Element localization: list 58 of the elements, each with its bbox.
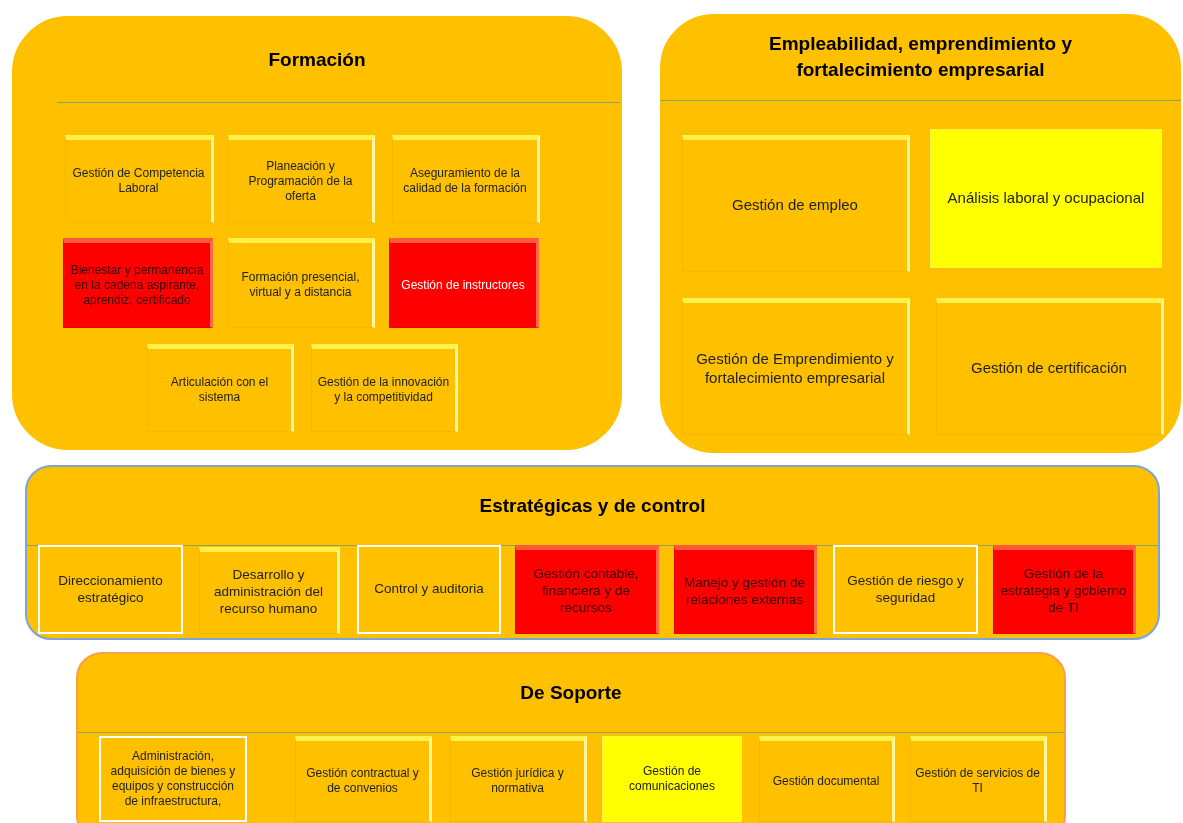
- box-label: Desarrollo y administración del recurso humano: [213, 567, 324, 618]
- process-box: [515, 545, 659, 634]
- process-box: [993, 545, 1136, 634]
- box-label: Gestión documental: [772, 773, 880, 789]
- process-box: [228, 238, 375, 328]
- process-box: [936, 298, 1164, 435]
- box-label: Gestión jurídica y normativa: [470, 766, 565, 796]
- process-box: [311, 344, 458, 432]
- process-box: [389, 238, 539, 328]
- box-label: Gestión de empleo: [732, 196, 858, 215]
- box-label: Gestión de comunicaciones: [627, 764, 716, 794]
- box-label: Gestión de certificación: [971, 359, 1127, 378]
- box-label: Análisis laboral y ocupacional: [947, 189, 1145, 208]
- process-box: [295, 736, 432, 822]
- panel-title: Empleabilidad, emprendimiento y fortalecimiento empresarial: [768, 32, 1073, 82]
- group-panel: [25, 465, 1160, 640]
- process-box: [450, 736, 587, 822]
- process-box: [65, 135, 214, 223]
- box-label: Gestión de Emprendimiento y fortalecimiento empresarial: [695, 349, 895, 388]
- box-label: Formación presencial, virtual y a distancia: [240, 270, 361, 300]
- box-label: Gestión de la innovación y la competitividad: [316, 375, 451, 405]
- process-box: [602, 736, 742, 822]
- process-box: [147, 344, 294, 432]
- box-label: Administración, adquisición de bienes y equipos y construcción de infraestructura,: [109, 749, 237, 809]
- panel-title: Formación: [268, 48, 366, 72]
- process-box: [63, 238, 213, 328]
- process-box: [99, 736, 247, 822]
- process-box: [392, 135, 540, 223]
- process-box: [228, 135, 375, 223]
- box-label: Gestión de servicios de TI: [915, 766, 1040, 796]
- box-label: Manejo y gestión de relaciones externas: [683, 574, 806, 609]
- process-box: [199, 547, 340, 634]
- process-box: [682, 135, 910, 272]
- box-label: Gestión contable, financiera y de recursos: [532, 566, 640, 617]
- process-box: [833, 545, 978, 634]
- box-label: Direccionamiento estratégico: [57, 572, 164, 607]
- box-label: Planeación y Programación de la oferta: [247, 158, 354, 204]
- process-box: [759, 736, 895, 822]
- group-panel: [658, 12, 1183, 455]
- process-box: [682, 298, 910, 435]
- box-label: Control y auditoria: [374, 581, 484, 598]
- process-box: [38, 545, 183, 634]
- group-panel: [76, 652, 1066, 823]
- box-label: Bienestar y permanencia en la cadena aspirante, aprendiz, certificado: [69, 262, 205, 308]
- process-box: [674, 545, 817, 634]
- process-box: [910, 736, 1047, 822]
- process-box: [357, 545, 501, 634]
- box-label: Aseguramiento de la calidad de la formación: [402, 166, 528, 196]
- box-label: Articulación con el sistema: [169, 375, 270, 405]
- process-box: [930, 129, 1162, 268]
- box-label: Gestión contractual y de convenios: [305, 766, 420, 796]
- box-label: Gestión de riesgo y seguridad: [846, 572, 965, 607]
- panel-title: De Soporte: [520, 681, 622, 705]
- panel-title: Estratégicas y de control: [479, 494, 706, 518]
- box-label: Gestión de instructores: [401, 277, 525, 293]
- box-label: Gestión de la estrategia y gobierno de TI: [999, 566, 1128, 617]
- group-panel: [12, 16, 622, 450]
- box-label: Gestión de Competencia Laboral: [71, 166, 206, 196]
